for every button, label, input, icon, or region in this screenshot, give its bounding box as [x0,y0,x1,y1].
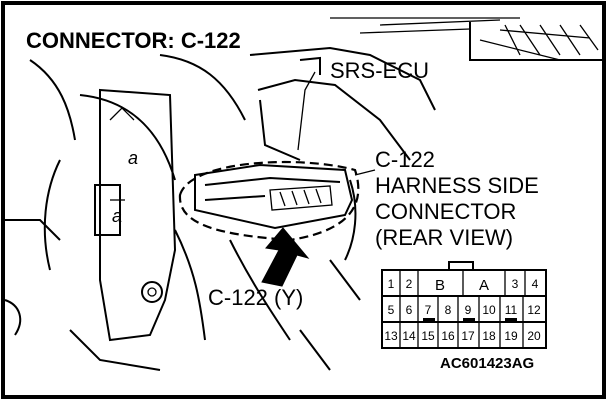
diagram-title: CONNECTOR: C-122 [26,28,241,53]
harness-label-line-4: (REAR VIEW) [375,225,513,250]
pin-16: 16 [441,329,455,343]
connector-latch [448,261,474,271]
pin-12: 12 [527,303,541,317]
pin-4: 4 [532,277,539,291]
connector-color-label: C-122 (Y) [208,285,303,310]
srs-ecu-label: SRS-ECU [330,58,429,83]
pin-5: 5 [388,303,395,317]
connector-pinout-face: 1 2 B A 3 4 5 6 7 8 9 10 11 12 13 14 15 … [381,261,547,349]
harness-label-line-3: CONNECTOR [375,199,516,224]
pin-b: B [435,277,445,294]
pin-1: 1 [388,277,395,291]
pin-9: 9 [465,303,472,317]
figure-code: AC601423AG [440,355,534,372]
pin-20: 20 [527,329,541,343]
pin-10: 10 [482,303,496,317]
pin-11: 11 [505,303,518,317]
outer-border [1,1,606,399]
pin-15: 15 [421,329,435,343]
vehicle-structure-drawing [4,17,605,371]
pin-18: 18 [482,329,496,343]
pin-14: 14 [402,329,416,343]
pin-3: 3 [512,277,519,291]
pin-6: 6 [406,303,413,317]
pin-a: A [479,277,489,294]
bracket-letter-upper: a [128,148,138,168]
pin-13: 13 [384,329,398,343]
pin-19: 19 [504,329,518,343]
harness-label-line-2: HARNESS SIDE [375,173,539,198]
pin-2: 2 [406,277,413,291]
pin-7: 7 [425,303,432,317]
bracket-letter-lower: a [112,206,122,226]
pin-17: 17 [461,329,475,343]
harness-label-line-1: C-122 [375,147,435,172]
pin-8: 8 [445,303,452,317]
